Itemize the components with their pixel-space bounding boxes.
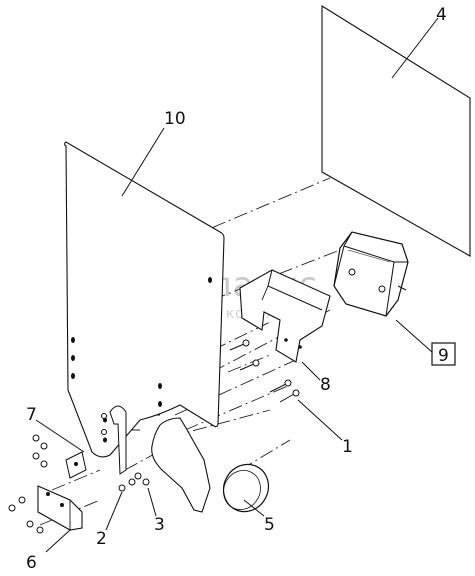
- part-7-clip: [65, 405, 127, 479]
- part-6-small-bracket: [37, 485, 83, 531]
- part-8-bracket: [239, 269, 331, 363]
- callout-7: 7: [26, 405, 37, 425]
- callout-3: 3: [154, 515, 165, 535]
- callout-9: 9: [438, 346, 449, 366]
- part-9-lamp: [333, 231, 409, 317]
- callout-labels: 4 10 9 8 1 5 7 6 2 3: [26, 5, 456, 573]
- part-4-rear-sheet: [321, 5, 471, 257]
- callout-8: 8: [320, 375, 331, 395]
- callout-4: 4: [436, 5, 447, 25]
- leader-lines: [35, 17, 439, 553]
- callout-10: 10: [164, 109, 186, 129]
- part-5-reflector-and-flap: [151, 417, 270, 513]
- callout-1: 1: [342, 437, 353, 457]
- plate-mounting-holes: [71, 277, 212, 443]
- fasteners-left: [8, 413, 107, 534]
- callout-2: 2: [96, 529, 107, 549]
- part-10-mudguard-plate: [63, 141, 225, 458]
- callout-6: 6: [26, 553, 37, 573]
- callout-5: 5: [264, 515, 275, 535]
- callout-9-box: [431, 342, 456, 366]
- part-2-3-washers: [118, 472, 150, 492]
- part-1-screws: [229, 339, 300, 403]
